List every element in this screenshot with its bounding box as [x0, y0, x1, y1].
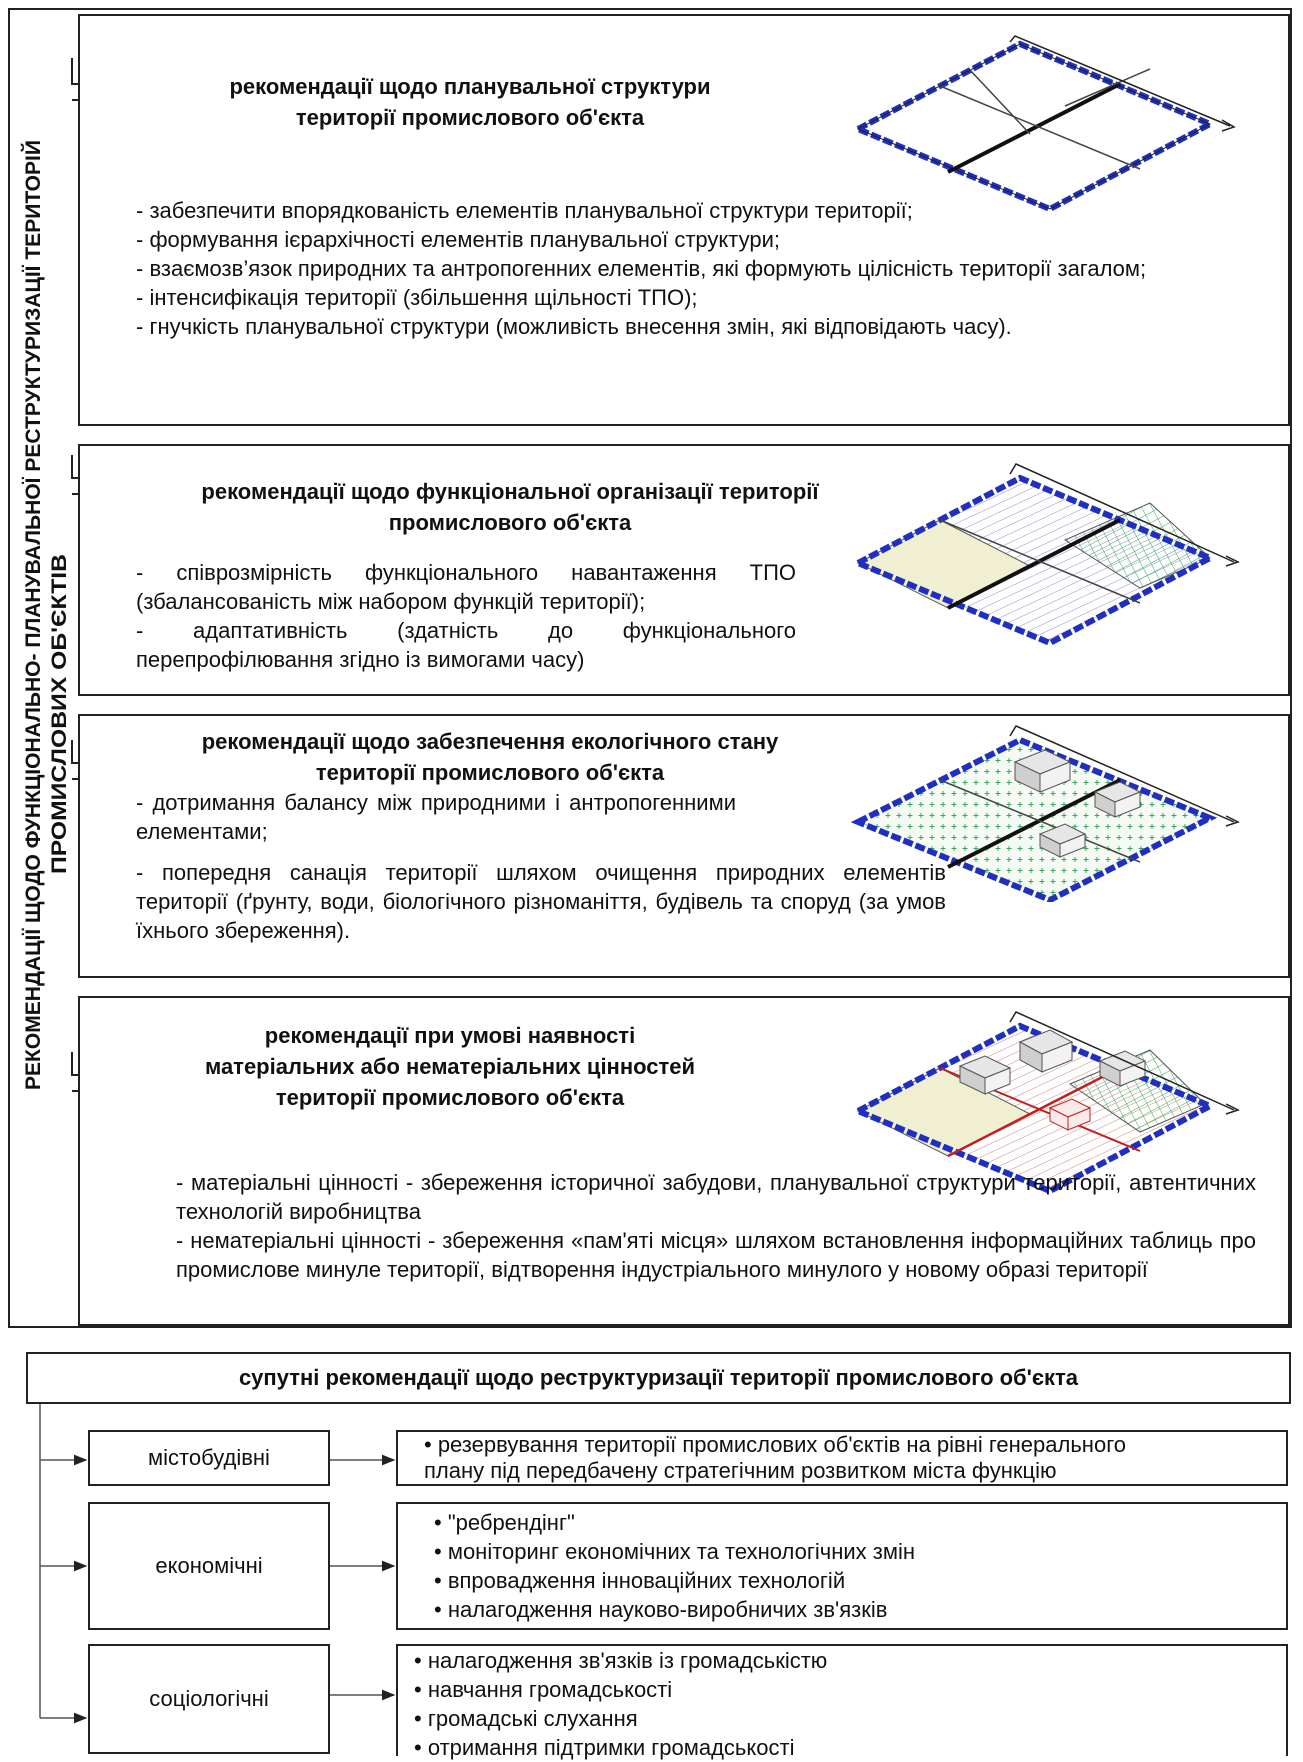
- side-label-line2: ПРОМИСЛОВИХ ОБ'ЄКТІВ: [48, 554, 71, 874]
- planning-structure-illustration: [850, 35, 1236, 213]
- category-urban-planning: містобудівні: [88, 1430, 330, 1486]
- functional-organization-illustration: [850, 463, 1240, 647]
- recommendation-line: • моніторинг економічних та технологічни…: [434, 1539, 915, 1564]
- title-line: території промислового об'єкта: [275, 1085, 625, 1110]
- recommendation-item: - матеріальні цінності - збереження істо…: [176, 1170, 1256, 1224]
- title-line: промислового об'єкта: [388, 510, 632, 535]
- recommendations-sociological: • налагодження зв'язків із громадськістю…: [396, 1644, 1288, 1760]
- title-line: рекомендації щодо функціональної організ…: [201, 479, 819, 504]
- recommendation-line: • налагодження зв'язків із громадськістю: [414, 1648, 828, 1673]
- section-planning-structure: рекомендації щодо планувальної структури…: [78, 14, 1290, 426]
- recommendation-item: - адаптативність (здатність до функціона…: [136, 618, 796, 672]
- recommendation-item: - попередня санація території шляхом очи…: [136, 860, 946, 943]
- recommendation-item: - нематеріальні цінності - збереження «п…: [176, 1228, 1256, 1282]
- side-label: РЕКОМЕНДАЦІЇ ЩОДО ФУНКЦІОНАЛЬНО- ПЛАНУВА…: [14, 10, 74, 1324]
- recommendation-item: - дотримання балансу між природними і ан…: [136, 790, 736, 844]
- section-title: рекомендації щодо забезпечення екологічн…: [130, 726, 850, 788]
- recommendations-urban-planning: • резервування території промислових об'…: [396, 1430, 1288, 1486]
- section-title: рекомендації щодо планувальної структури…: [130, 71, 810, 133]
- recommendation-line: • отримання підтримки громадськості: [414, 1735, 795, 1760]
- section-functional-organization: рекомендації щодо функціональної організ…: [78, 444, 1290, 696]
- recommendation-line: • впровадження інноваційних технологій: [434, 1568, 846, 1593]
- heritage-values-illustration: [850, 1011, 1240, 1195]
- section-body: - забезпечити впорядкованість елементів …: [136, 196, 1262, 341]
- recommendations-economic: • "ребрендінг" • моніторинг економічних …: [396, 1502, 1288, 1630]
- title-line: рекомендації щодо планувальної структури: [229, 74, 711, 99]
- recommendation-line: • резервування території промислових об'…: [424, 1432, 1126, 1457]
- section-title: рекомендації при умові наявності матеріа…: [120, 1020, 780, 1113]
- accompanying-title: супутні рекомендації щодо реструктуризац…: [26, 1352, 1291, 1404]
- category-label: містобудівні: [148, 1445, 270, 1470]
- recommendation-item: - співрозмірність функціонального навант…: [136, 560, 796, 614]
- category-economic: економічні: [88, 1502, 330, 1630]
- recommendation-item: - формування ієрархічності елементів пла…: [136, 227, 780, 252]
- section-heritage-values: рекомендації при умові наявності матеріа…: [78, 996, 1290, 1326]
- ecological-state-illustration: [850, 725, 1240, 902]
- main-frame: [8, 8, 1292, 1328]
- recommendation-line: плану під передбачену стратегічним розви…: [424, 1458, 1057, 1483]
- side-label-line1: РЕКОМЕНДАЦІЇ ЩОДО ФУНКЦІОНАЛЬНО- ПЛАНУВА…: [21, 140, 45, 1090]
- recommendation-line: • налагодження науково-виробничих зв'язк…: [434, 1597, 888, 1622]
- recommendation-item: - забезпечити впорядкованість елементів …: [136, 198, 913, 223]
- section-body: - співрозмірність функціонального навант…: [136, 558, 796, 674]
- title-line: рекомендації щодо забезпечення екологічн…: [201, 729, 779, 754]
- section-ecological-state: рекомендації щодо забезпечення екологічн…: [78, 714, 1290, 978]
- category-sociological: соціологічні: [88, 1644, 330, 1754]
- recommendation-line: • громадські слухання: [414, 1706, 638, 1731]
- title-line: території промислового об'єкта: [295, 105, 645, 130]
- title-line: матеріальних або нематеріальних цінносте…: [204, 1054, 696, 1079]
- recommendation-line: • навчання громадськості: [414, 1677, 673, 1702]
- section-body: - матеріальні цінності - збереження істо…: [176, 1168, 1256, 1284]
- category-label: економічні: [155, 1553, 263, 1578]
- recommendation-line: • "ребрендінг": [434, 1510, 575, 1535]
- title-line: території промислового об'єкта: [315, 760, 665, 785]
- section-title: рекомендації щодо функціональної організ…: [140, 476, 880, 538]
- recommendation-item: - інтенсифікація території (збільшення щ…: [136, 285, 698, 310]
- recommendation-item: - взаємозв’язок природних та антропогенн…: [136, 256, 1147, 281]
- category-label: соціологічні: [149, 1686, 269, 1711]
- section-body: - дотримання балансу між природними і ан…: [136, 788, 1276, 945]
- title-line: рекомендації при умові наявності: [264, 1023, 636, 1048]
- recommendation-item: - гнучкість планувальної структури (можл…: [136, 314, 1012, 339]
